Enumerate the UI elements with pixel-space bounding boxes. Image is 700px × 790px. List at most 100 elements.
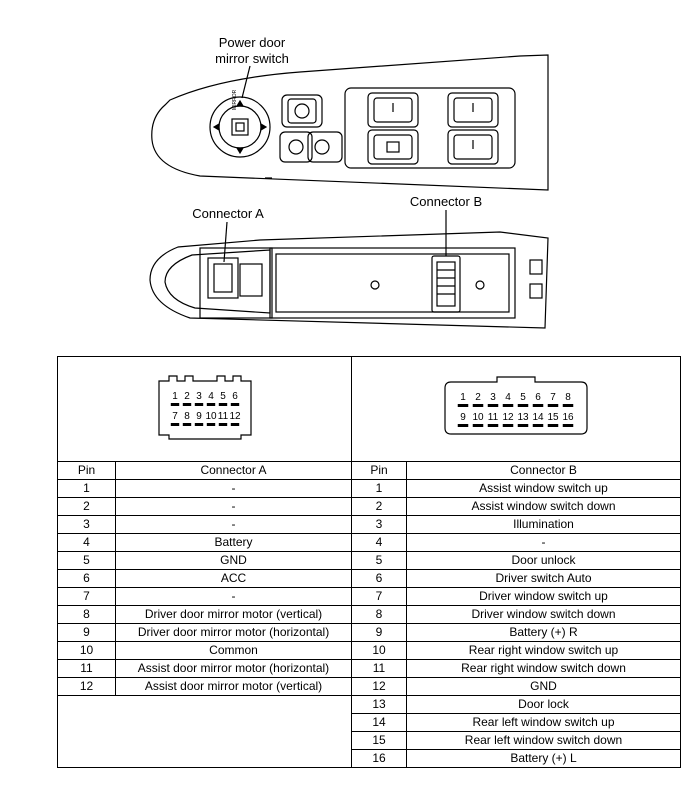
connector-a-function-cell: -	[115, 479, 352, 498]
pin-b-cell: 12	[351, 677, 407, 696]
pin-a-cell: 10	[57, 641, 116, 660]
pin-a-cell: 5	[57, 551, 116, 570]
label-line: mirror switch	[215, 51, 289, 66]
connector_a-pin-number: 7	[172, 411, 178, 422]
connector_b-pin-terminal	[547, 403, 559, 407]
leader-line	[241, 65, 251, 99]
pin-a-cell: 6	[57, 569, 116, 588]
label-line: Power door	[218, 35, 286, 50]
pin-a-cell: 9	[57, 623, 116, 642]
connector_a-pin-number: 3	[196, 391, 202, 402]
connector-b-function-cell: Rear left window switch down	[406, 731, 681, 750]
connector-a-function-cell: ACC	[115, 569, 352, 588]
pin-a-cell: 2	[57, 497, 116, 516]
connector_b-pin-number: 7	[550, 392, 556, 403]
pin-a-cell: 1	[57, 479, 116, 498]
pin-a-cell: 8	[57, 605, 116, 624]
pin-a-cell: 7	[57, 587, 116, 606]
pin-b-cell: 7	[351, 587, 407, 606]
connector_b-pin-number: 2	[475, 392, 481, 403]
pin-b-cell: 11	[351, 659, 407, 678]
connector-b-function-cell: Driver switch Auto	[406, 569, 681, 588]
connector-a-function-cell: Common	[115, 641, 352, 660]
pin-b-cell: 13	[351, 695, 407, 714]
connector_b-pin-number: 1	[460, 392, 466, 403]
pin-b-cell: 10	[351, 641, 407, 660]
mirror-knob-label: MIRROR	[232, 89, 238, 110]
connector_b-pin-terminal	[457, 423, 469, 427]
connector_a-pin-terminal	[218, 402, 227, 406]
connector_b-pin-number: 3	[490, 392, 496, 403]
empty-cell	[57, 695, 352, 768]
pin-b-cell: 4	[351, 533, 407, 552]
pin-a-cell: 4	[57, 533, 116, 552]
switch-panel-top-view	[151, 54, 549, 191]
switch-panel-bottom-view	[149, 231, 549, 329]
connector_a-pin-terminal	[170, 422, 179, 426]
header-connector-b: Connector B	[406, 461, 681, 480]
connector-b-function-cell: Assist window switch down	[406, 497, 681, 516]
connector_b-pin-terminal	[532, 403, 544, 407]
connector_b-pin-terminal	[532, 423, 544, 427]
connector_a-pin-number: 2	[184, 391, 190, 402]
connector_a-pin-terminal	[230, 422, 239, 426]
connector_b-pin-terminal	[487, 403, 499, 407]
connector_a-pin-number: 8	[184, 411, 190, 422]
connector-b-function-cell: Driver window switch up	[406, 587, 681, 606]
pin-b-cell: 1	[351, 479, 407, 498]
connector_a-pin-number: 10	[205, 411, 217, 422]
connector_b-pin-terminal	[562, 423, 574, 427]
pin-a-cell: 3	[57, 515, 116, 534]
connector-a-function-cell: -	[115, 497, 352, 516]
connector_a-pin-number: 6	[232, 391, 238, 402]
connector-b-function-cell: Rear right window switch down	[406, 659, 681, 678]
connector_b-pin-number: 11	[488, 412, 499, 423]
pin-b-cell: 14	[351, 713, 407, 732]
connector_b-pin-number: 14	[532, 412, 544, 423]
connector-b-function-cell: Rear right window switch up	[406, 641, 681, 660]
connector_b-pin-terminal	[547, 423, 559, 427]
connector_b-pin-terminal	[487, 423, 499, 427]
pin-b-cell: 6	[351, 569, 407, 588]
connector_a-pin-number: 1	[172, 391, 178, 402]
connector_b-pin-number: 12	[502, 412, 514, 423]
header-row: Pin Connector A Pin Connector B	[57, 461, 681, 480]
connector_a-pin-number: 12	[229, 411, 241, 422]
connector_b-pin-number: 13	[517, 412, 529, 423]
connector_a-pin-terminal	[182, 422, 191, 426]
connector_b-pin-terminal	[472, 403, 484, 407]
pin-b-cell: 9	[351, 623, 407, 642]
connector-b-function-cell: Door lock	[406, 695, 681, 714]
connector-a-label: Connector A	[192, 206, 264, 221]
header-pin-a: Pin	[57, 461, 116, 480]
connector_b-pin-number: 10	[472, 412, 484, 423]
connector-a-function-cell: Driver door mirror motor (vertical)	[115, 605, 352, 624]
connector_b-pin-number: 16	[562, 412, 574, 423]
pin-b-cell: 16	[351, 749, 407, 768]
pin-a-cell: 12	[57, 677, 116, 696]
leader-line	[223, 221, 228, 263]
connector_a-pin-terminal	[194, 402, 203, 406]
connector_b-pin-terminal	[502, 403, 514, 407]
connector-b-function-cell: GND	[406, 677, 681, 696]
connector-a-function-cell: Assist door mirror motor (vertical)	[115, 677, 352, 696]
pin-b-cell: 3	[351, 515, 407, 534]
